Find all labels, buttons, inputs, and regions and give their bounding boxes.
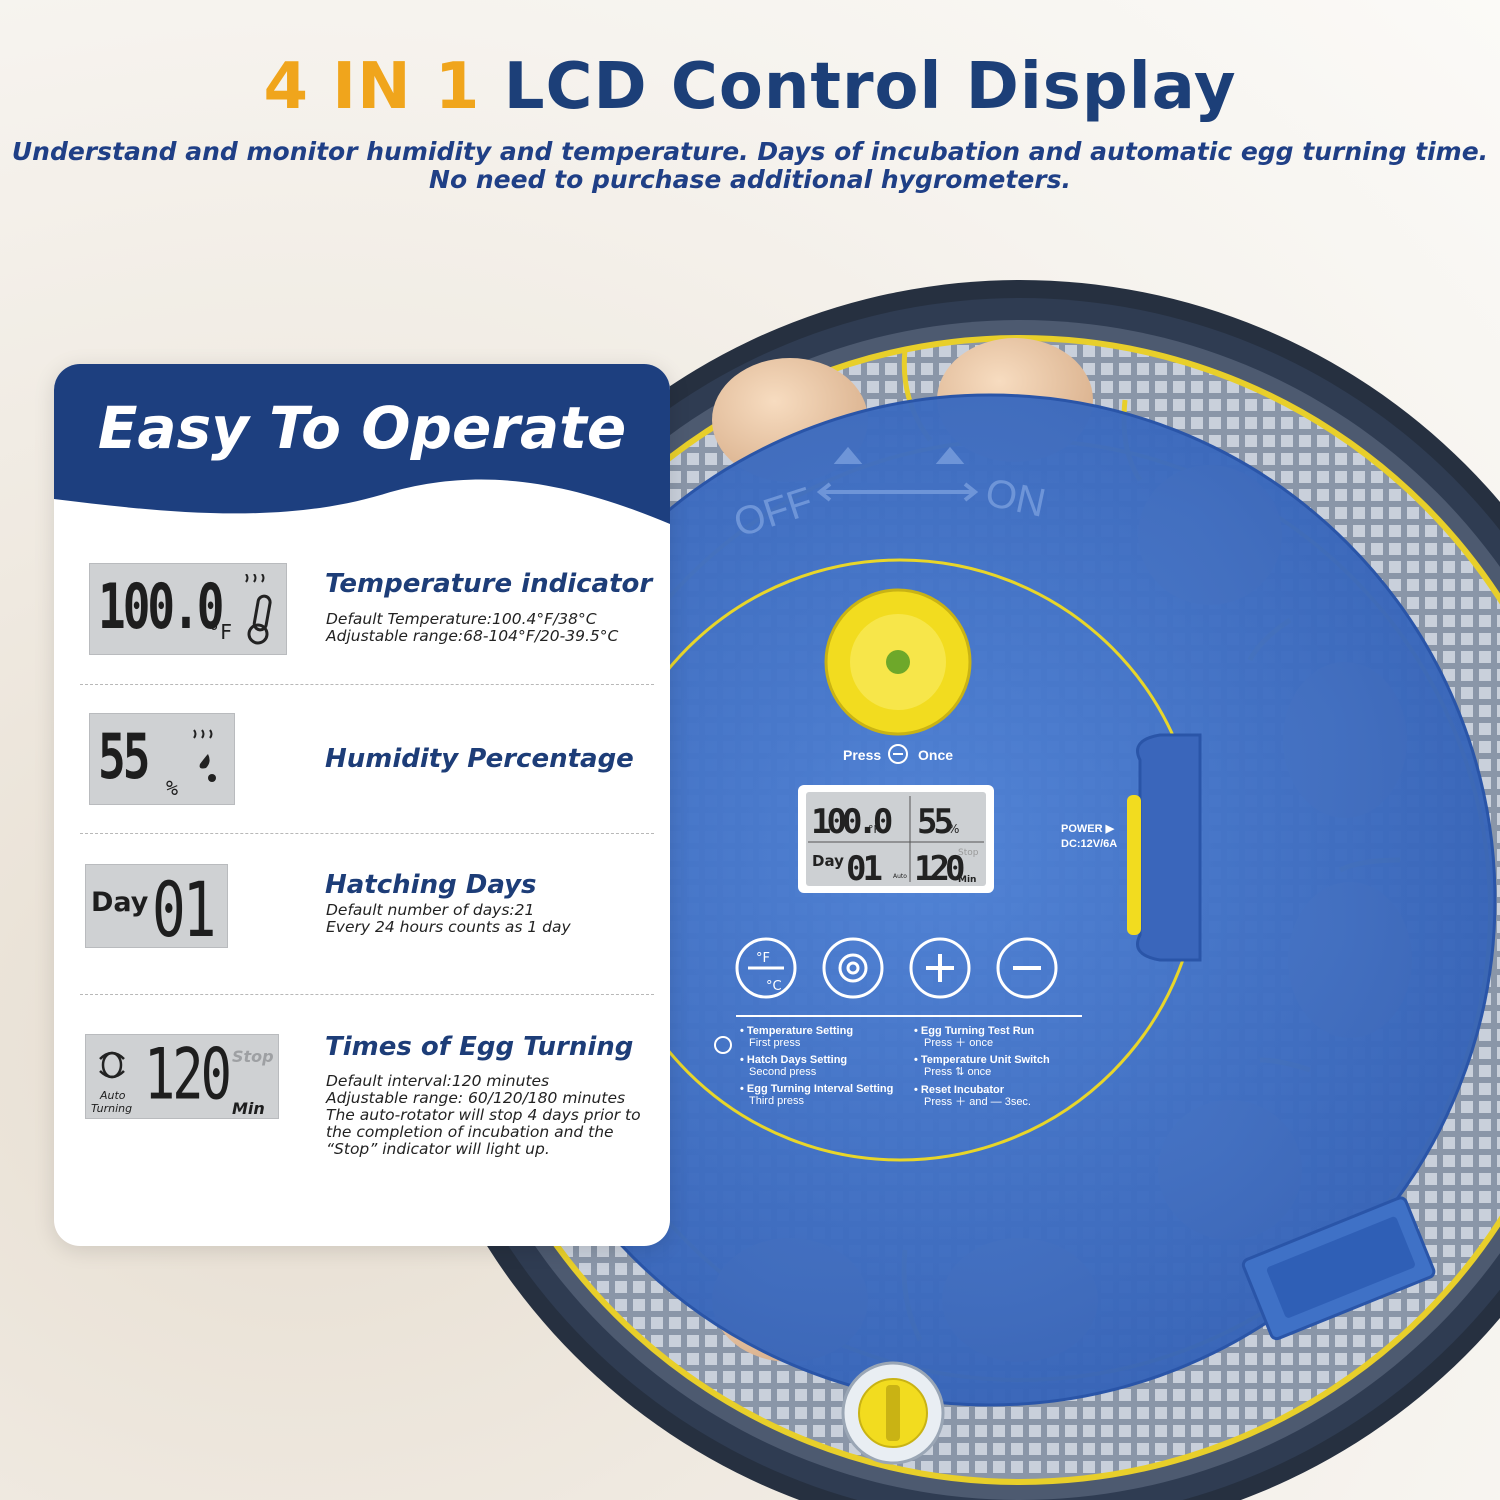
blue-lid xyxy=(485,395,1495,1405)
temperature-lcd-value: 100.0 xyxy=(98,570,224,643)
svg-text:Day: Day xyxy=(812,852,844,870)
turning-label: Turning xyxy=(91,1102,133,1115)
device-instructions: • Temperature Setting First press • Hatc… xyxy=(714,1025,1050,1108)
device-button-unit: °F °C xyxy=(735,937,797,999)
humidity-lcd-value: 55 xyxy=(98,720,150,793)
svg-text:First press: First press xyxy=(749,1037,801,1049)
water-tray xyxy=(1241,1196,1436,1341)
hatching-days-lcd: Day 01 xyxy=(85,864,228,955)
humidity-title: Humidity Percentage xyxy=(325,744,634,774)
egg-turning-line-3: The auto-rotator will stop 4 days prior … xyxy=(326,1106,641,1124)
svg-text:°F: °F xyxy=(756,951,770,966)
svg-text:Second press: Second press xyxy=(749,1066,817,1078)
temperature-lcd: 100.0 °F xyxy=(89,563,287,655)
card-header-wave xyxy=(54,364,670,524)
hatching-days-lcd-label: Day xyxy=(91,887,149,918)
divider xyxy=(80,994,654,995)
svg-text:55: 55 xyxy=(917,802,952,842)
svg-text:120: 120 xyxy=(914,849,964,889)
thermometer-icon xyxy=(245,574,272,645)
svg-text:• Egg Turning Interval Setting: • Egg Turning Interval Setting xyxy=(740,1083,893,1095)
once-label: Once xyxy=(918,747,953,763)
hatching-days-line-2: Every 24 hours counts as 1 day xyxy=(326,918,571,936)
auto-turning-icon xyxy=(99,1051,125,1079)
svg-text:100.0: 100.0 xyxy=(811,802,892,842)
stop-label: Stop xyxy=(232,1047,274,1066)
yellow-handle-strip xyxy=(1127,795,1141,935)
power-spec: DC:12V/6A xyxy=(1061,838,1117,850)
subtitle-line-2: No need to purchase additional hygromete… xyxy=(429,165,1071,194)
svg-text:Auto: Auto xyxy=(893,873,907,880)
auto-label: Auto xyxy=(100,1089,126,1102)
min-label: Min xyxy=(232,1099,265,1118)
temperature-line-1: Default Temperature:100.4°F/38°C xyxy=(326,610,597,628)
svg-text:Press ＋ once: Press ＋ once xyxy=(924,1037,993,1049)
egg-turning-line-2: Adjustable range: 60/120/180 minutes xyxy=(326,1089,626,1107)
svg-text:01: 01 xyxy=(846,849,881,889)
svg-text:°C: °C xyxy=(766,979,782,994)
temperature-line-2: Adjustable range:68-104°F/20-39.5°C xyxy=(326,627,619,645)
off-on-indicator xyxy=(816,446,979,502)
hatching-days-line-1: Default number of days:21 xyxy=(326,901,535,919)
svg-text:%: % xyxy=(948,822,959,836)
svg-text:°F: °F xyxy=(868,823,880,836)
headline-main: LCD Control Display xyxy=(503,50,1237,124)
egg-turning-line-4: the completion of incubation and the xyxy=(326,1123,614,1141)
egg-turning-line-1: Default interval:120 minutes xyxy=(326,1072,550,1090)
svg-text:• Egg Turning Test Run: • Egg Turning Test Run xyxy=(914,1025,1034,1037)
press-label: Press xyxy=(843,747,881,763)
card-title: Easy To Operate xyxy=(97,394,627,462)
subtitle-line-1: Understand and monitor humidity and temp… xyxy=(11,137,1489,166)
svg-text:Press ⇅ once: Press ⇅ once xyxy=(924,1066,991,1078)
egg-turning-title: Times of Egg Turning xyxy=(325,1032,634,1062)
device-button-minus xyxy=(996,937,1058,999)
divider xyxy=(80,684,654,685)
egg-turning-lcd: Auto Turning 120 Stop Min xyxy=(85,1034,279,1119)
svg-text:Min: Min xyxy=(958,875,976,885)
temperature-title: Temperature indicator xyxy=(325,569,653,599)
divider xyxy=(80,833,654,834)
temperature-lcd-unit: °F xyxy=(208,620,233,644)
svg-text:• Reset Incubator: • Reset Incubator xyxy=(914,1084,1005,1096)
svg-text:• Temperature Unit Switch: • Temperature Unit Switch xyxy=(914,1054,1050,1066)
headline-accent: 4 IN 1 xyxy=(263,50,481,124)
device-button-plus xyxy=(909,937,971,999)
humidity-lcd-unit: % xyxy=(166,776,179,800)
features-card: Easy To Operate 100.0 °F Temperature ind… xyxy=(54,364,670,1246)
egg-turning-lcd-value: 120 xyxy=(144,1035,232,1116)
hatching-days-lcd-value: 01 xyxy=(152,867,216,955)
svg-text:• Hatch Days Setting: • Hatch Days Setting xyxy=(740,1054,847,1066)
device-button-settings xyxy=(822,937,884,999)
humidity-lcd: 55 % xyxy=(89,713,235,805)
humidity-drop-icon xyxy=(193,729,216,782)
power-label: POWER ▶ xyxy=(1061,823,1115,835)
svg-text:Stop: Stop xyxy=(958,848,979,858)
device-lcd xyxy=(806,792,986,886)
svg-text:Third press: Third press xyxy=(749,1095,805,1107)
page-headline: 4 IN 1 LCD Control Display xyxy=(0,50,1500,124)
svg-text:Press ＋ and — 3sec.: Press ＋ and — 3sec. xyxy=(924,1096,1031,1108)
hatching-days-title: Hatching Days xyxy=(325,870,537,900)
svg-text:• Temperature Setting: • Temperature Setting xyxy=(740,1025,853,1037)
egg-turning-line-5: “Stop” indicator will light up. xyxy=(326,1140,550,1158)
